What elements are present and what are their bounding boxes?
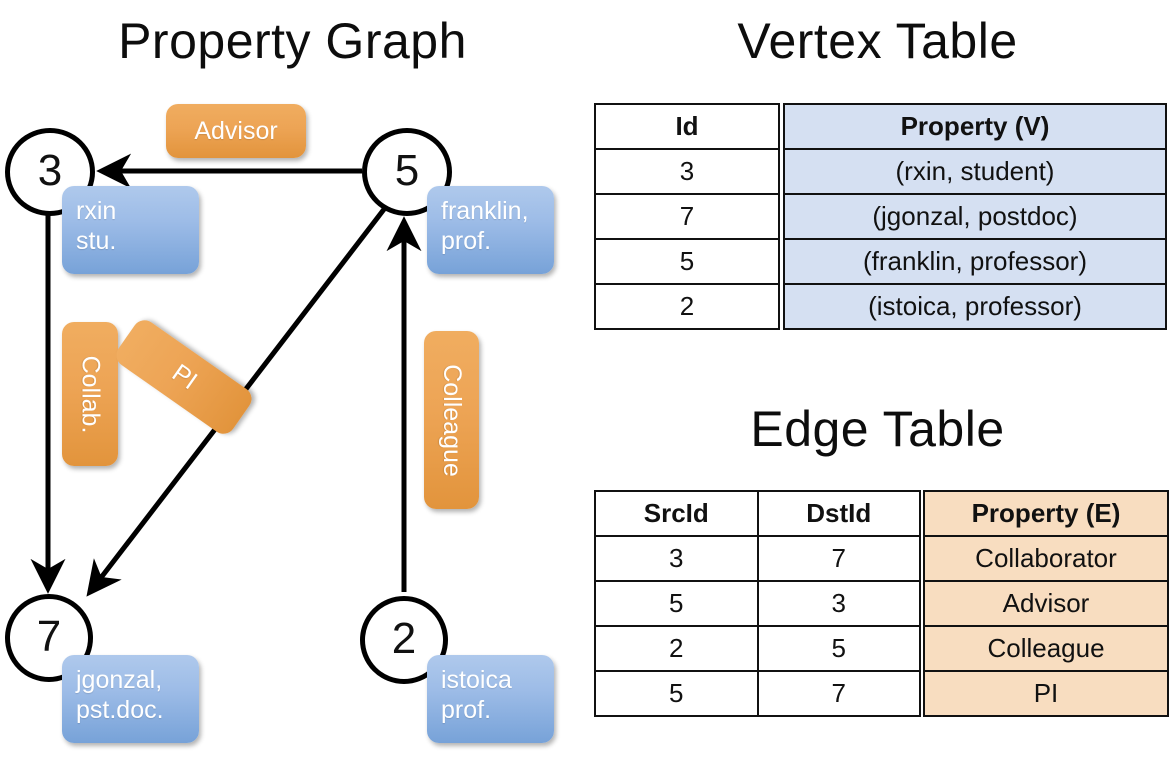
cell-vertex-property: (jgonzal, postdoc) [783, 193, 1167, 240]
vertex-id-label: 7 [36, 611, 62, 661]
table-header-row: Property (V) [783, 103, 1167, 150]
table-row[interactable]: 2 [594, 283, 780, 330]
cell-dst-id: 7 [756, 535, 921, 582]
table-row[interactable]: PI [923, 670, 1169, 717]
column-header-srcid: SrcId [594, 490, 759, 537]
cell-src-id: 2 [594, 625, 759, 672]
cell-vertex-id: 5 [594, 238, 780, 285]
vertex-property-box-rxin[interactable]: rxin stu. [62, 186, 199, 274]
vertex-property-box-istoica[interactable]: istoica prof. [427, 655, 554, 743]
cell-src-id: 3 [594, 535, 759, 582]
table-row[interactable]: Collaborator [923, 535, 1169, 582]
property-line-2: stu. [76, 227, 117, 255]
property-line-1: istoica [441, 666, 512, 694]
cell-vertex-id: 3 [594, 148, 780, 195]
vertex-id-label: 3 [37, 145, 63, 195]
table-row[interactable]: 7 [594, 193, 780, 240]
cell-vertex-id: 7 [594, 193, 780, 240]
cell-dst-id: 3 [756, 580, 921, 627]
column-header-property-e: Property (E) [923, 490, 1169, 537]
property-line-1: jgonzal, [76, 666, 163, 694]
property-line-2: pst.doc. [76, 696, 164, 724]
page-title-property-graph: Property Graph [118, 13, 467, 69]
page-title-edge-table: Edge Table [750, 401, 1005, 457]
cell-dst-id: 5 [756, 625, 921, 672]
table-header-row: Property (E) [923, 490, 1169, 537]
column-header-property-v: Property (V) [783, 103, 1167, 150]
table-row[interactable]: 5 7 [594, 670, 921, 717]
cell-edge-property: Colleague [923, 625, 1169, 672]
cell-vertex-property: (istoica, professor) [783, 283, 1167, 330]
property-graph-diagram: 3 5 7 2 rxin stu. franklin, prof. jgonza… [5, 104, 554, 743]
table-row[interactable]: Colleague [923, 625, 1169, 672]
table-row[interactable]: 5 [594, 238, 780, 285]
vertex-table-id-column: Id 3 7 5 2 [594, 103, 780, 330]
table-row[interactable]: 3 [594, 148, 780, 195]
edge-label-box-colleague[interactable]: Colleague [424, 331, 479, 509]
table-row[interactable]: 5 3 [594, 580, 921, 627]
table-header-row: SrcId DstId [594, 490, 921, 537]
property-line-1: franklin, [441, 197, 529, 225]
vertex-id-label: 5 [394, 145, 420, 195]
edge-label-text: Collab. [76, 355, 105, 433]
graph-vertex-2[interactable]: 2 [360, 596, 448, 684]
property-line-1: rxin [76, 197, 117, 225]
cell-edge-property: Advisor [923, 580, 1169, 627]
edge-label-text: Advisor [194, 116, 278, 145]
property-line-2: prof. [441, 696, 492, 724]
table-row[interactable]: 2 5 [594, 625, 921, 672]
vertex-property-box-jgonzal[interactable]: jgonzal, pst.doc. [62, 655, 199, 743]
cell-dst-id: 7 [756, 670, 921, 717]
page-title-vertex-table: Vertex Table [737, 13, 1018, 69]
cell-src-id: 5 [594, 670, 759, 717]
cell-vertex-id: 2 [594, 283, 780, 330]
edge-label-text: PI [166, 358, 202, 395]
cell-vertex-property: (rxin, student) [783, 148, 1167, 195]
column-header-dstid: DstId [756, 490, 921, 537]
cell-src-id: 5 [594, 580, 759, 627]
property-line-2: prof. [441, 227, 492, 255]
vertex-property-box-franklin[interactable]: franklin, prof. [427, 186, 554, 274]
table-row[interactable]: 3 7 [594, 535, 921, 582]
vertex-id-label: 2 [391, 613, 417, 663]
edge-label-box-advisor[interactable]: Advisor [166, 104, 306, 158]
table-row[interactable]: (istoica, professor) [783, 283, 1167, 330]
column-header-id: Id [594, 103, 780, 150]
graph-vertex-5[interactable]: 5 [362, 128, 452, 216]
table-row[interactable]: (rxin, student) [783, 148, 1167, 195]
cell-edge-property: Collaborator [923, 535, 1169, 582]
table-header-row: Id [594, 103, 780, 150]
edge-label-box-collab[interactable]: Collab. [62, 322, 118, 466]
edge-table-src-dst-columns: SrcId DstId 3 7 5 3 2 5 5 7 [594, 490, 921, 717]
vertex-table-property-column: Property (V) (rxin, student) (jgonzal, p… [783, 103, 1167, 330]
edge-label-text: Colleague [438, 363, 466, 477]
edge-table-property-column: Property (E) Collaborator Advisor Collea… [923, 490, 1169, 717]
cell-edge-property: PI [923, 670, 1169, 717]
cell-vertex-property: (franklin, professor) [783, 238, 1167, 285]
table-row[interactable]: (franklin, professor) [783, 238, 1167, 285]
table-row[interactable]: Advisor [923, 580, 1169, 627]
table-row[interactable]: (jgonzal, postdoc) [783, 193, 1167, 240]
